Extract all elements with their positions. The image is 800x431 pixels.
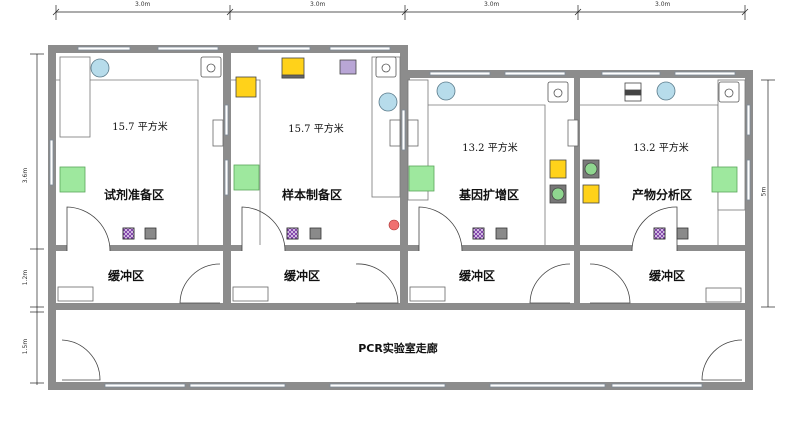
dim-top-1: 3.0m bbox=[135, 1, 151, 8]
water-tanks bbox=[90, 58, 676, 112]
storage-boxes bbox=[122, 227, 689, 240]
dim-right-room: 5m bbox=[760, 186, 768, 197]
dim-left-room: 3.6m bbox=[22, 167, 30, 184]
room-label-product-analysis: 产物分析区 bbox=[631, 188, 693, 202]
windows bbox=[49, 46, 751, 388]
dim-left-buffer: 1.2m bbox=[22, 269, 30, 286]
door-swings bbox=[61, 206, 743, 381]
room-area-2: 15.7 平方米 bbox=[288, 124, 344, 135]
room-label-reagent-prep: 试剂准备区 bbox=[103, 188, 165, 202]
buffer-benches bbox=[57, 286, 742, 303]
dim-top-3: 3.0m bbox=[484, 1, 500, 8]
buffer-label-4: 缓冲区 bbox=[648, 269, 686, 283]
biosafety-indicator bbox=[388, 219, 400, 231]
chairs bbox=[212, 119, 579, 147]
lab-equipment bbox=[235, 57, 642, 204]
dimension-lines bbox=[30, 5, 775, 385]
dim-top-2: 3.0m bbox=[310, 1, 326, 8]
green-benches bbox=[59, 164, 738, 193]
dim-left-corridor: 1.5m bbox=[22, 338, 30, 355]
corridor-label: PCR实验室走廊 bbox=[358, 342, 438, 355]
room-label-amplification: 基因扩增区 bbox=[458, 188, 520, 202]
room-area-1: 15.7 平方米 bbox=[112, 122, 168, 133]
buffer-label-3: 缓冲区 bbox=[458, 269, 496, 283]
buffer-label-1: 缓冲区 bbox=[107, 269, 145, 283]
sinks bbox=[200, 56, 740, 103]
room-label-sample-prep: 样本制备区 bbox=[281, 188, 343, 202]
dim-top-4: 3.0m bbox=[655, 1, 671, 8]
buffer-label-2: 缓冲区 bbox=[283, 269, 321, 283]
room-area-4: 13.2 平方米 bbox=[633, 143, 689, 154]
room-area-3: 13.2 平方米 bbox=[462, 143, 518, 154]
